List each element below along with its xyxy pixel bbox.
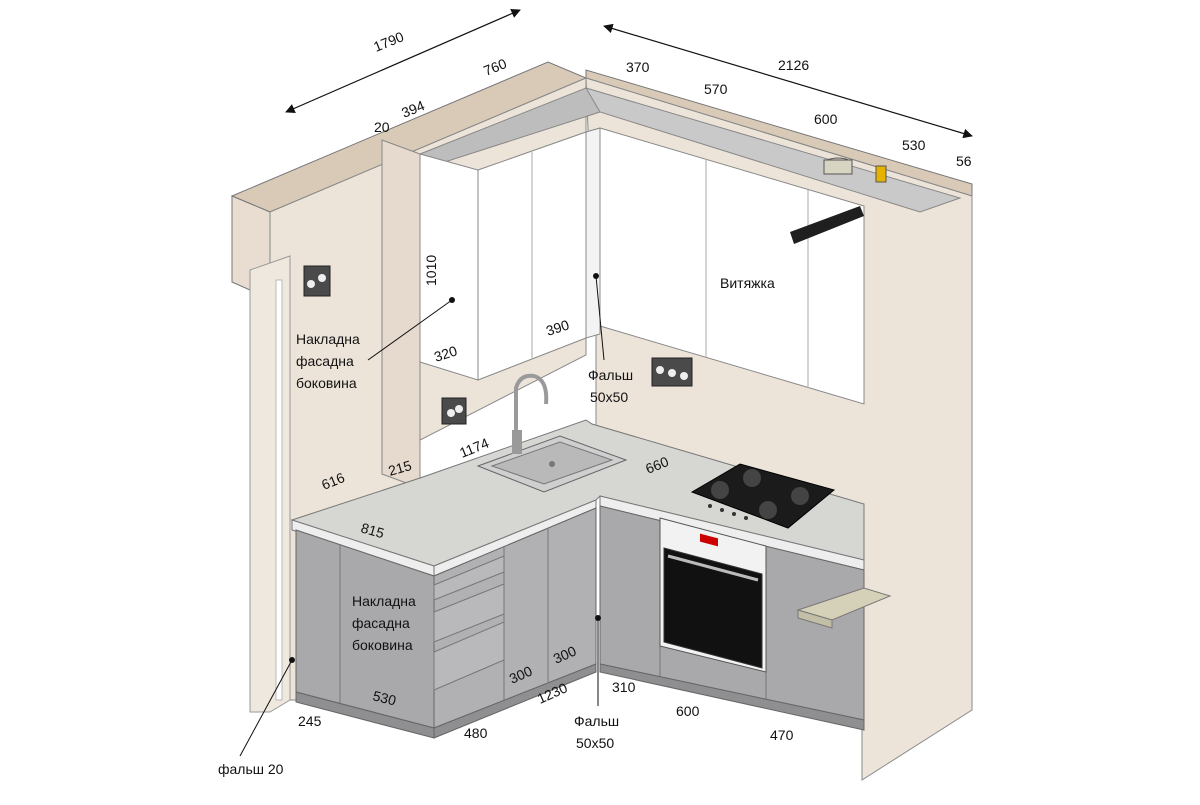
- upper-cabinets-right: [599, 127, 865, 405]
- label-filler-20: фальш 20: [218, 761, 284, 777]
- hob-icon: [690, 463, 836, 529]
- label-side-panel-lower-3: боковина: [352, 637, 413, 653]
- socket-icon: [303, 265, 331, 297]
- dim-370: 370: [626, 59, 650, 75]
- bar-counter: [796, 587, 892, 629]
- dim-390: 390: [544, 316, 571, 339]
- faucet-icon: [512, 373, 549, 454]
- dim-20: 20: [374, 119, 390, 135]
- dim-245: 245: [298, 713, 322, 729]
- dimension-line-right: [603, 23, 973, 139]
- hood-icon: [790, 206, 864, 244]
- upper-cabinets-left: [419, 127, 601, 381]
- label-side-panel-upper-3: боковина: [296, 375, 357, 391]
- dim-600-base: 600: [676, 703, 700, 719]
- label-side-panel-lower-2: фасадна: [352, 615, 410, 631]
- label-hood: Витяжка: [720, 275, 775, 291]
- dim-470: 470: [770, 727, 794, 743]
- dimension-line-left: [285, 9, 521, 113]
- outlet-pillar: [441, 397, 467, 425]
- label-filler-upper-1: Фальш: [588, 367, 633, 383]
- dim-total-left: 1790: [371, 28, 406, 55]
- leader-side-panel-upper: [367, 299, 453, 361]
- label-side-panel-lower-1: Накладна: [352, 593, 416, 609]
- label-filler-lower-2: 50x50: [576, 735, 614, 751]
- dim-320: 320: [432, 342, 459, 365]
- dim-815: 815: [359, 520, 386, 542]
- label-side-panel-upper-2: фасадна: [296, 353, 354, 369]
- dim-760: 760: [481, 55, 509, 79]
- label-filler-upper-2: 50x50: [590, 389, 628, 405]
- duct-connector-icon: [875, 165, 887, 183]
- dim-1010: 1010: [423, 255, 439, 286]
- base-cabinets-left: [295, 507, 597, 739]
- countertop: [290, 419, 865, 577]
- dim-215: 215: [386, 457, 413, 479]
- label-side-panel-upper-1: Накладна: [296, 331, 360, 347]
- outlet-left-wall: [303, 265, 331, 297]
- dim-310: 310: [612, 679, 636, 695]
- dim-56: 56: [956, 153, 972, 169]
- leader-filler-upper: [595, 275, 605, 361]
- dim-600-top: 600: [814, 111, 838, 127]
- outlet-back-wall: [651, 357, 693, 387]
- sink-icon: [476, 435, 628, 493]
- dim-570: 570: [704, 81, 728, 97]
- leader-filler-20: [239, 659, 293, 757]
- dim-530-base: 530: [371, 687, 398, 708]
- oven-icon: [659, 517, 767, 673]
- dim-480: 480: [464, 725, 488, 741]
- dim-total-right: 2126: [778, 57, 809, 73]
- label-filler-lower-1: Фальш: [574, 713, 619, 729]
- filler-strip: [275, 279, 283, 701]
- dim-530-top: 530: [902, 137, 926, 153]
